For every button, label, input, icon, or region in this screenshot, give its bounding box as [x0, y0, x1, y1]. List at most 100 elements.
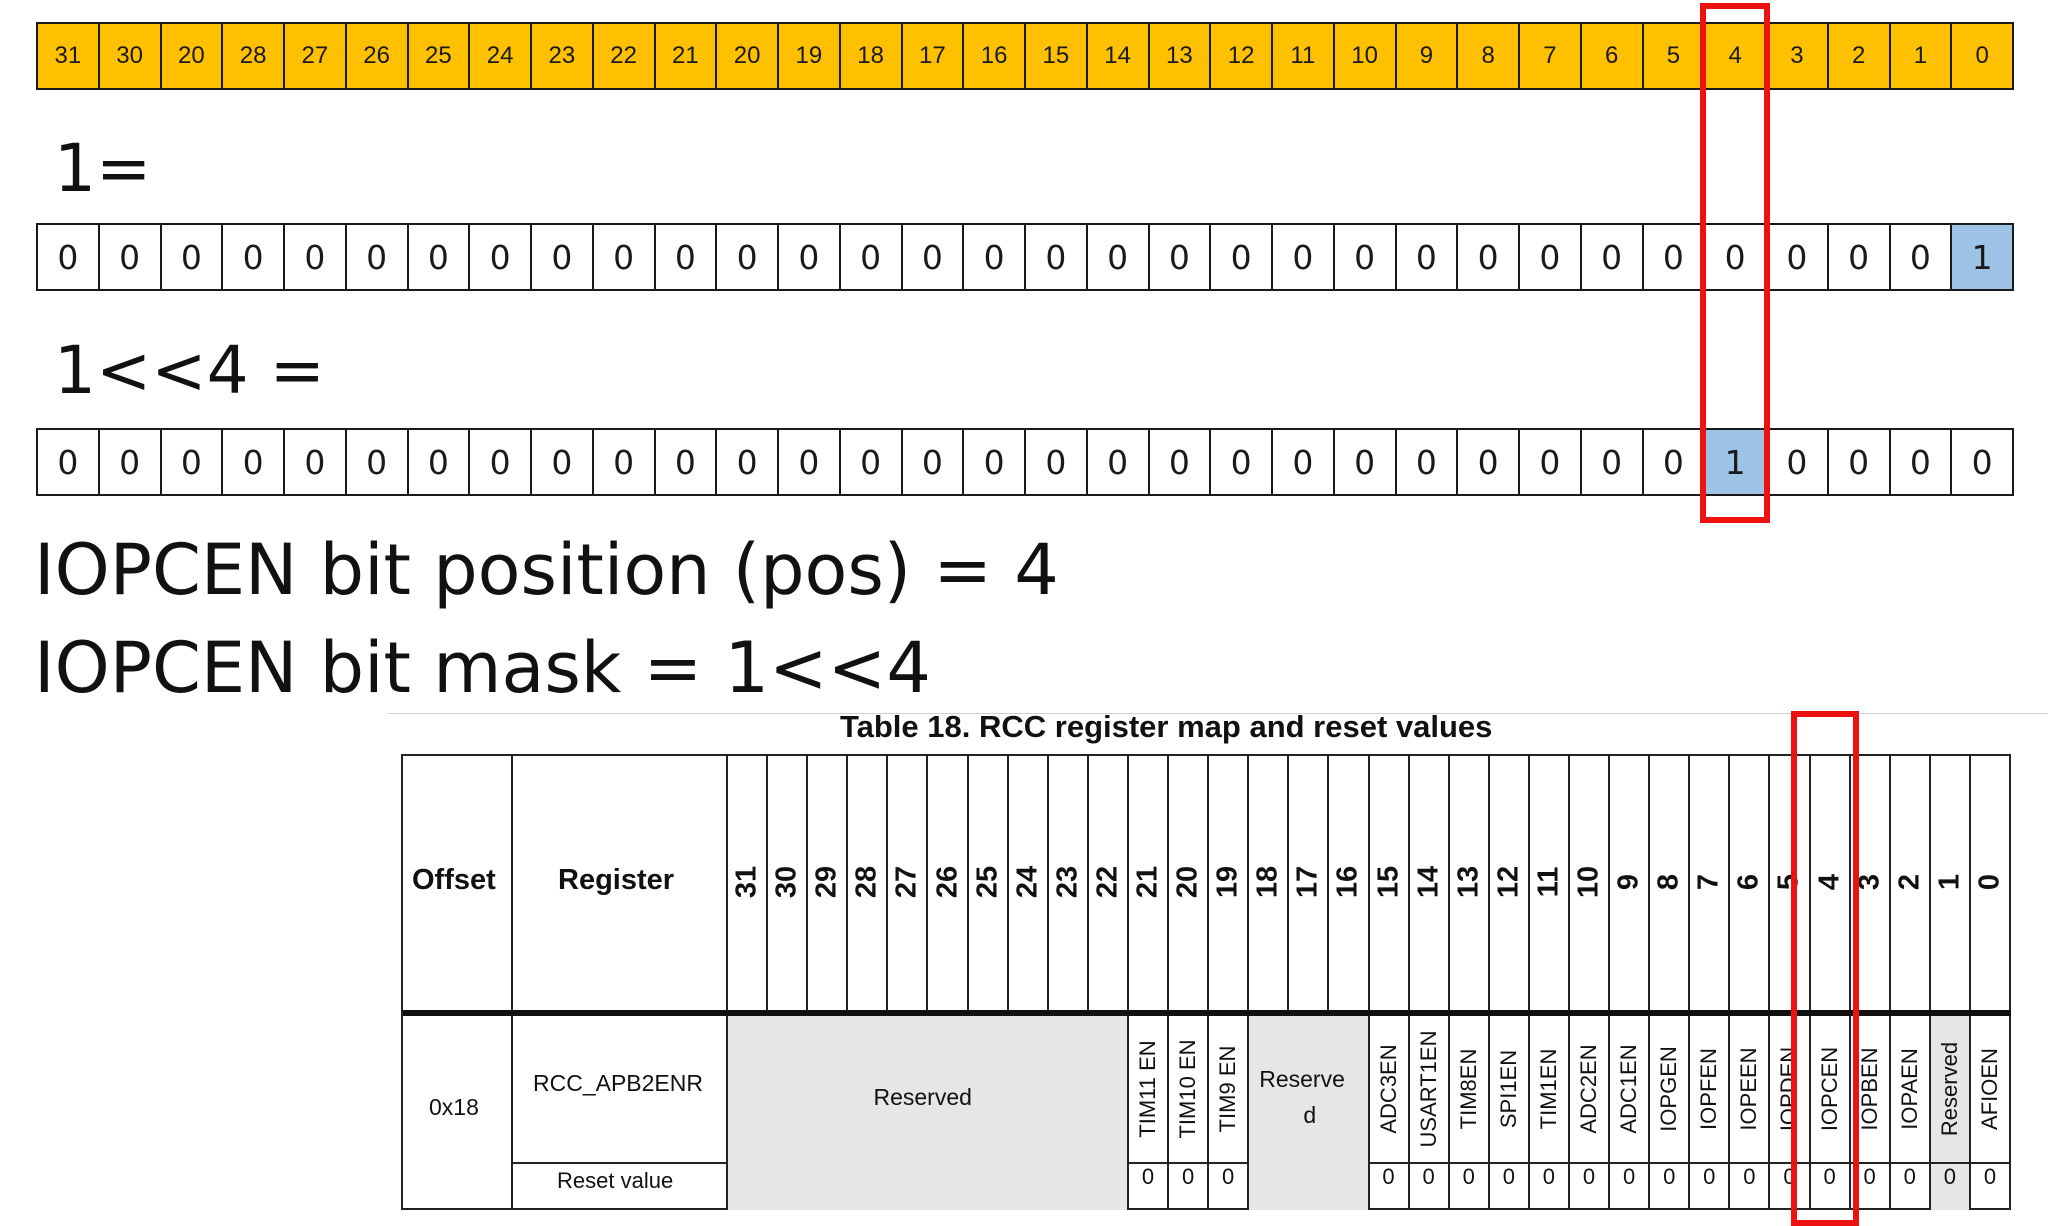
- row2-bit-cell: 0: [1458, 430, 1520, 494]
- row1-bit-cell: 0: [347, 225, 409, 289]
- reset-value-cell: 0: [1169, 1162, 1210, 1210]
- reset-value: 0: [1863, 1164, 1876, 1189]
- bit-number-header: 4: [1811, 754, 1851, 1010]
- row1-bit-cell: 0: [1335, 225, 1397, 289]
- bit-number-header: 3: [1851, 754, 1891, 1010]
- field-label: SPI1EN: [1495, 1049, 1521, 1129]
- reset-divider: [513, 1162, 728, 1164]
- row2-bit-cell: 0: [717, 430, 779, 494]
- row1-bit-cell: 0: [1829, 225, 1891, 289]
- row1-label: 1=: [54, 130, 152, 207]
- field-cell: ADC3EN: [1370, 1016, 1410, 1162]
- row2-bit-cell: 0: [1335, 430, 1397, 494]
- field-cell: IOPEEN: [1730, 1016, 1771, 1162]
- row1-bit-cell: 0: [1458, 225, 1520, 289]
- row2-bit-cell: 0: [1971, 442, 1993, 482]
- bit-number-header: 22: [1089, 754, 1129, 1010]
- bit-index-cell: 0: [1975, 42, 1989, 69]
- field-cell: AFIOEN: [1971, 1016, 2011, 1162]
- reset-value: 0: [1622, 1164, 1636, 1189]
- bit-number-header: 15: [1370, 754, 1410, 1010]
- reset-value-cell: 0: [1369, 1162, 1410, 1210]
- bit-index-cell: 21: [656, 24, 718, 88]
- reset-label: Reset value: [557, 1168, 674, 1193]
- bit-index-cell: 7: [1520, 24, 1582, 88]
- reset-value: 0: [1943, 1164, 1956, 1189]
- header-divider: [401, 1010, 2011, 1016]
- bit-number-header: 17: [1289, 754, 1330, 1010]
- offset-header: Offset: [412, 864, 496, 896]
- row1-bit-cell: 0: [964, 225, 1026, 289]
- bit-index-cell: 19: [779, 24, 841, 88]
- reserved-mid-cell: [1249, 1016, 1370, 1210]
- row1-bit-cell: 0: [1582, 225, 1644, 289]
- field-label: ADC2EN: [1576, 1044, 1602, 1134]
- row1-bit-cell: 0: [162, 225, 224, 289]
- bit-number-header: 10: [1570, 754, 1611, 1010]
- bit-number-label: 27: [890, 865, 923, 899]
- field-cell: USART1EN: [1410, 1016, 1450, 1162]
- reset-value: 0: [1582, 1164, 1596, 1189]
- bit-number-label: 28: [850, 865, 883, 899]
- reset-value-cell: 0: [1810, 1162, 1851, 1210]
- row2-bit-cell: 0: [1026, 430, 1088, 494]
- bit-index-cell: 18: [841, 24, 903, 88]
- field-label: TIM1EN: [1535, 1048, 1561, 1130]
- field-label: TIM11 EN: [1134, 1040, 1160, 1138]
- field-label: IOPAEN: [1896, 1048, 1922, 1130]
- row1-bit-cell: 0: [1150, 225, 1212, 289]
- reset-value-cell: 0: [1610, 1162, 1651, 1210]
- field-cell: ADC1EN: [1610, 1016, 1651, 1162]
- bit-number-label: 17: [1291, 865, 1324, 899]
- bit-index-cell: 28: [223, 24, 285, 88]
- reset-value-cell: 0: [1128, 1162, 1170, 1210]
- reset-value: 0: [1502, 1164, 1515, 1189]
- row1-bit-cell: 0: [285, 225, 347, 289]
- bit-index-cell: 10: [1335, 24, 1397, 88]
- field-label: TIM9 EN: [1215, 1045, 1241, 1133]
- field-cell: TIM1EN: [1530, 1016, 1570, 1162]
- reset-value-cell: 0: [1569, 1162, 1611, 1210]
- bit-index-cell: 1: [1891, 24, 1953, 88]
- row2-bit-cell: 0: [656, 430, 718, 494]
- bit-index-cell: 5: [1644, 24, 1706, 88]
- field-label: IOPBEN: [1856, 1047, 1882, 1131]
- row2-bit-cell: 0: [347, 430, 409, 494]
- row1-bit-cell: 0: [1211, 225, 1273, 289]
- row1-bit-cell: 0: [470, 225, 532, 289]
- field-label: IOPFEN: [1696, 1048, 1722, 1130]
- bit-index-cell: 12: [1211, 24, 1273, 88]
- bit-index-cell: 17: [903, 24, 965, 88]
- row2-bit-cell: 0: [841, 430, 903, 494]
- datasheet-table-title: Table 18. RCC register map and reset val…: [840, 709, 1493, 744]
- table-top-border: [401, 754, 2011, 756]
- bit-number-label: 14: [1412, 865, 1445, 899]
- field-label: IOPEEN: [1736, 1047, 1762, 1131]
- row1-bit-cell: 0: [1088, 225, 1150, 289]
- reset-value: 0: [1181, 1164, 1195, 1189]
- row2-bit-cell: 0: [409, 430, 471, 494]
- reset-value-cell: 0: [1970, 1162, 2011, 1210]
- reserved-high-cell: [728, 1016, 1129, 1210]
- bit-index-cell: 27: [285, 24, 347, 88]
- offset-header-cell: [401, 754, 513, 1010]
- reset-value-cell: 0: [1690, 1162, 1731, 1210]
- row1-bit-cell: 0: [532, 225, 594, 289]
- bit-mask-statement: IOPCEN bit mask = 1<<4: [34, 627, 931, 709]
- row1-bit-cell: 0: [903, 225, 965, 289]
- bit-position-statement: IOPCEN bit position (pos) = 4: [34, 529, 1059, 611]
- bit-index-cell: 25: [409, 24, 471, 88]
- field-cell: ADC2EN: [1570, 1016, 1611, 1162]
- bit-number-label: 15: [1372, 865, 1405, 899]
- bit-index-cell: 14: [1088, 24, 1150, 88]
- row2-bit-cell: 0: [1582, 430, 1644, 494]
- reset-value: 0: [1222, 1164, 1235, 1189]
- field-label: IOPGEN: [1656, 1046, 1682, 1132]
- bit-number-label: 6: [1732, 873, 1765, 891]
- field-cell: SPI1EN: [1490, 1016, 1530, 1162]
- reset-value-cell: 0: [1650, 1162, 1691, 1210]
- row1-bit-cell: 0: [100, 225, 162, 289]
- reset-value: 0: [1141, 1164, 1155, 1189]
- reset-value: 0: [1823, 1164, 1836, 1189]
- field-cell: TIM11 EN: [1129, 1016, 1170, 1162]
